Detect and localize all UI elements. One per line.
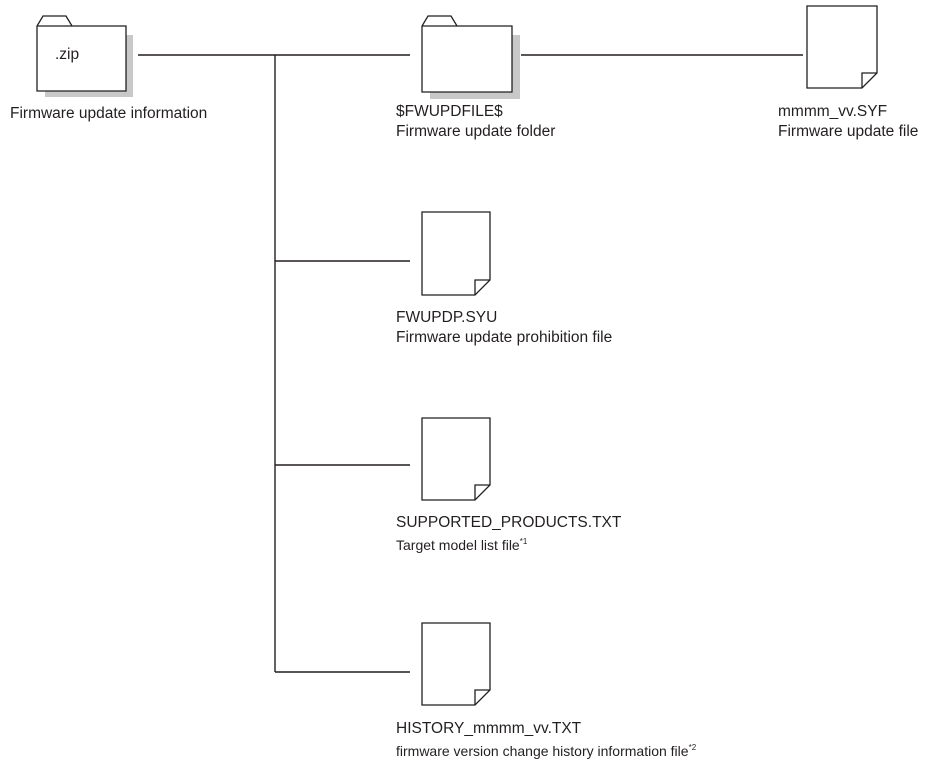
fwupdfile-folder-icon: [421, 15, 520, 99]
fwupdp-caption: Firmware update prohibition file: [396, 329, 613, 346]
zip-folder-icon: [36, 15, 133, 97]
fwupdp-name: FWUPDP.SYU: [396, 309, 498, 326]
folder-file-name: mmmm_vv.SYF: [778, 103, 888, 120]
footnote-marker-1: *1: [519, 537, 528, 546]
zip-badge: .zip: [55, 46, 80, 63]
folder-caption: Firmware update folder: [396, 123, 556, 140]
supported-products-name: SUPPORTED_PRODUCTS.TXT: [396, 514, 622, 531]
history-caption: firmware version change history informat…: [396, 743, 689, 759]
history-caption-line: firmware version change history informat…: [396, 741, 696, 761]
footnote-marker-2: *2: [688, 743, 697, 752]
folder-file-caption: Firmware update file: [778, 123, 919, 140]
history-file-icon: [421, 622, 491, 706]
history-name: HISTORY_mmmm_vv.TXT: [396, 720, 582, 737]
syf-file-icon: [806, 5, 878, 89]
supported-products-file-icon: [421, 417, 491, 501]
supported-products-caption: Target model list file: [396, 537, 520, 553]
root-caption: Firmware update information: [10, 105, 208, 122]
fwupdp-file-icon: [421, 211, 491, 296]
supported-products-caption-line: Target model list file*1: [396, 535, 527, 555]
connector-lines: [138, 54, 803, 673]
folder-name: $FWUPDFILE$: [396, 103, 503, 120]
